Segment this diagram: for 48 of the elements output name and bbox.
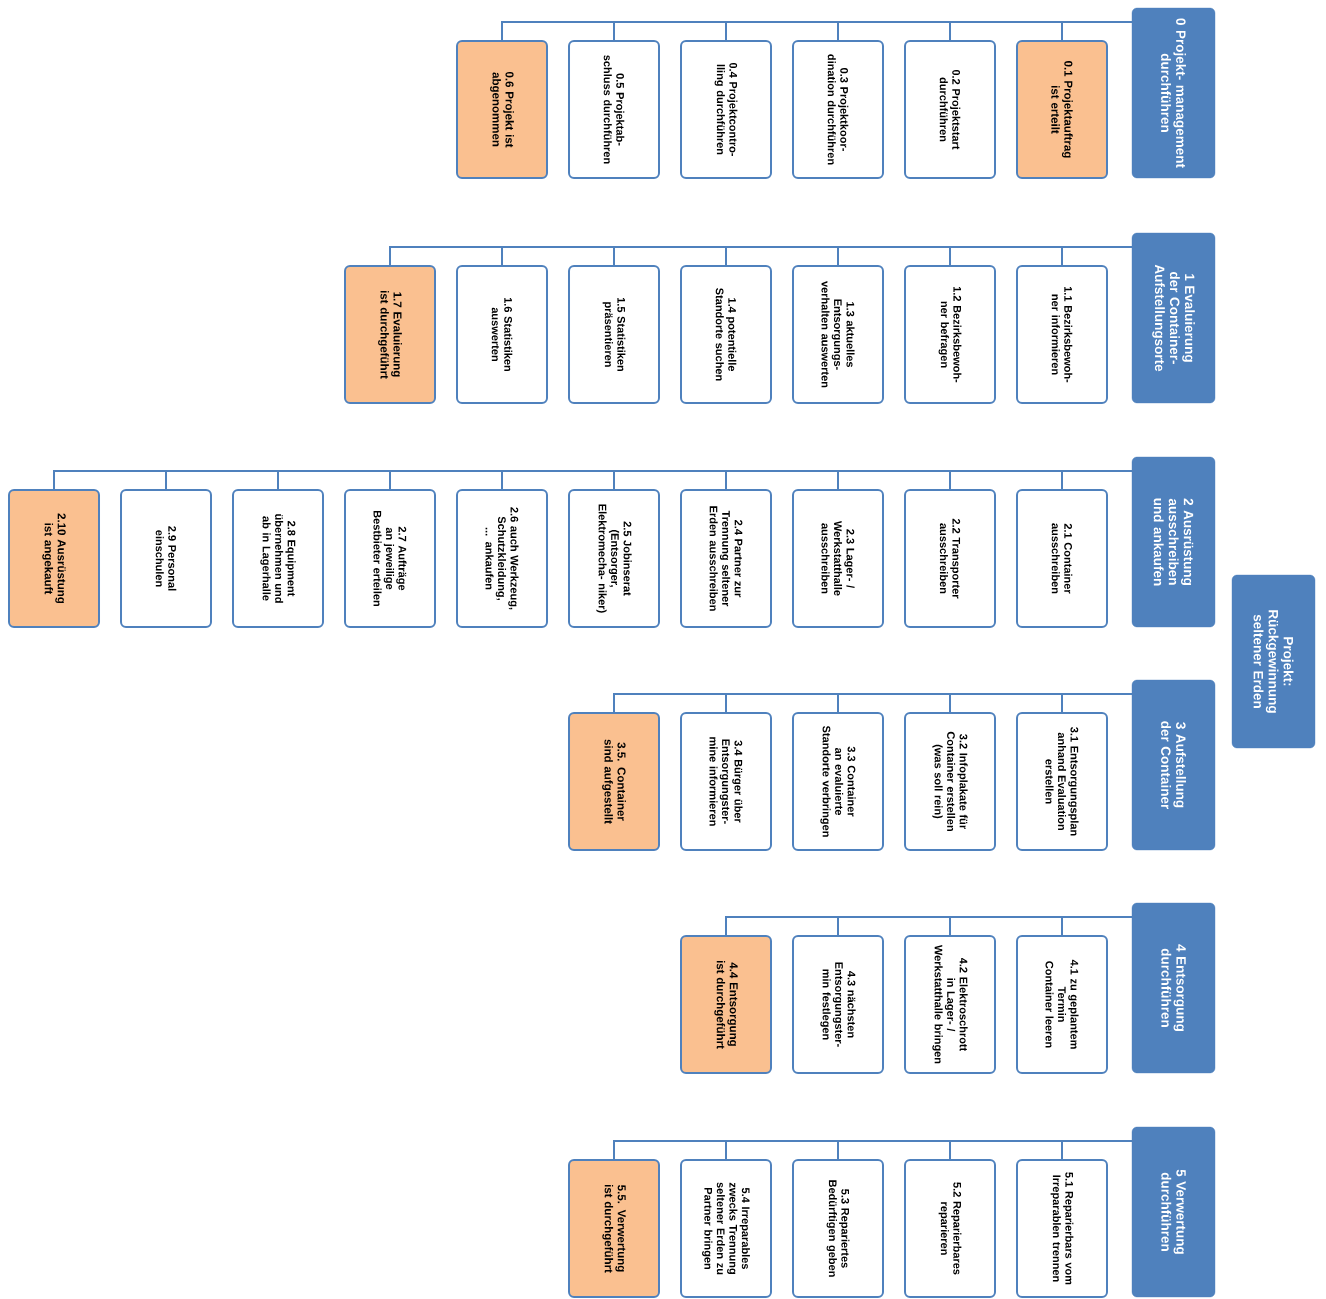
milestone-box: 2.10 Ausrüstung ist angekauft [8,489,100,628]
task-box: 5.4 Irreparables zwecks Trennung seltener Erden zu Partner bringen [680,1159,772,1298]
task-box: 2.7 Aufträge an jeweilige Bestbieter erteilen [344,489,436,628]
milestone-box: 1.7 Evaluierung ist durchgeführt [344,265,436,404]
task-box: 2.1 Container ausschreiben [1016,489,1108,628]
connector-line [725,916,1133,936]
task-box: 1.5 Statistiken präsentieren [568,265,660,404]
task-box: 4.2 Elektroschrott in Lager- / Werkstatthalle bringen [904,935,996,1074]
project-box: Projekt: Rückgewinnung seltener Erden [1231,574,1316,749]
task-box: 4.1 zu geplantem Termin Container leeren [1016,935,1108,1074]
task-box: 0.3 Projektkoor- dination durchführen [792,40,884,179]
task-box: 0.2 Projektstart durchführen [904,40,996,179]
connector-line [389,246,1133,266]
task-box: 1.6 Statistiken auswerten [456,265,548,404]
task-box: 2.8 Equipment übernehmen und ab in Lagerhalle [232,489,324,628]
task-box: 5.1 Reparierbars vom Irreparablen trennen [1016,1159,1108,1298]
task-box: 1.2 Bezirksbewoh- ner befragen [904,265,996,404]
task-box: 2.4 Partner zur Trennung seltener Erden ausschreiben [680,489,772,628]
task-box: 0.5 Projektab- schluss durchführen [568,40,660,179]
phase-box: 4 Entsorgung durchführen [1131,902,1216,1074]
connector-line [501,21,1133,41]
task-box: 0.4 Projektcontro- lling durchführen [680,40,772,179]
task-box: 1.3 aktuelles Entsorgungs- verhalten auswerten [792,265,884,404]
task-box: 2.5 Jobinserat (Entsorger, Elektromecha- niker) [568,489,660,628]
milestone-box: 0.1 Projektauftrag ist erteilt [1016,40,1108,179]
phase-box: 1 Evaluierung der Container- Aufstellungsorte [1131,232,1216,404]
task-box: 3.1 Entsorgungsplan anhand Evaluation erstellen [1016,712,1108,851]
task-box: 5.3 Repariertes Bedürftigen geben [792,1159,884,1298]
phase-box: 3 Aufstellung der Container [1131,679,1216,851]
connector-line [613,1140,1133,1160]
task-box: 4.3 nächsten Entsorgungster- min festlegen [792,935,884,1074]
connector-line [613,693,1133,713]
milestone-box: 0.6 Projekt ist abgenommen [456,40,548,179]
phase-box: 0 Projekt- management durchführen [1131,7,1216,179]
task-box: 3.3 Container an evaluierte Standorte verbringen [792,712,884,851]
task-box: 2.9 Personal einschulen [120,489,212,628]
phase-box: 2 Ausrüstung ausschreiben und ankaufen [1131,456,1216,628]
milestone-box: 4.4 Entsorgung ist durchgeführt [680,935,772,1074]
task-box: 3.4 Bürger über Entsorgungster- mine informieren [680,712,772,851]
task-box: 1.4 potentielle Standorte suchen [680,265,772,404]
task-box: 5.2 Reparierbares reparieren [904,1159,996,1298]
milestone-box: 3.5. Container sind aufgestellt [568,712,660,851]
task-box: 2.3 Lager- / Werkstatthalle ausschreiben [792,489,884,628]
task-box: 2.6 auch Werkzeug, Schutzkleidung, ... ankaufen [456,489,548,628]
task-box: 3.2 Infoplakate für Container erstellen (was soll rein) [904,712,996,851]
phase-box: 5 Verwertung durchführen [1131,1126,1216,1298]
milestone-box: 5.5. Verwertung ist durchgeführt [568,1159,660,1298]
task-box: 2.2 Transporter ausschreiben [904,489,996,628]
